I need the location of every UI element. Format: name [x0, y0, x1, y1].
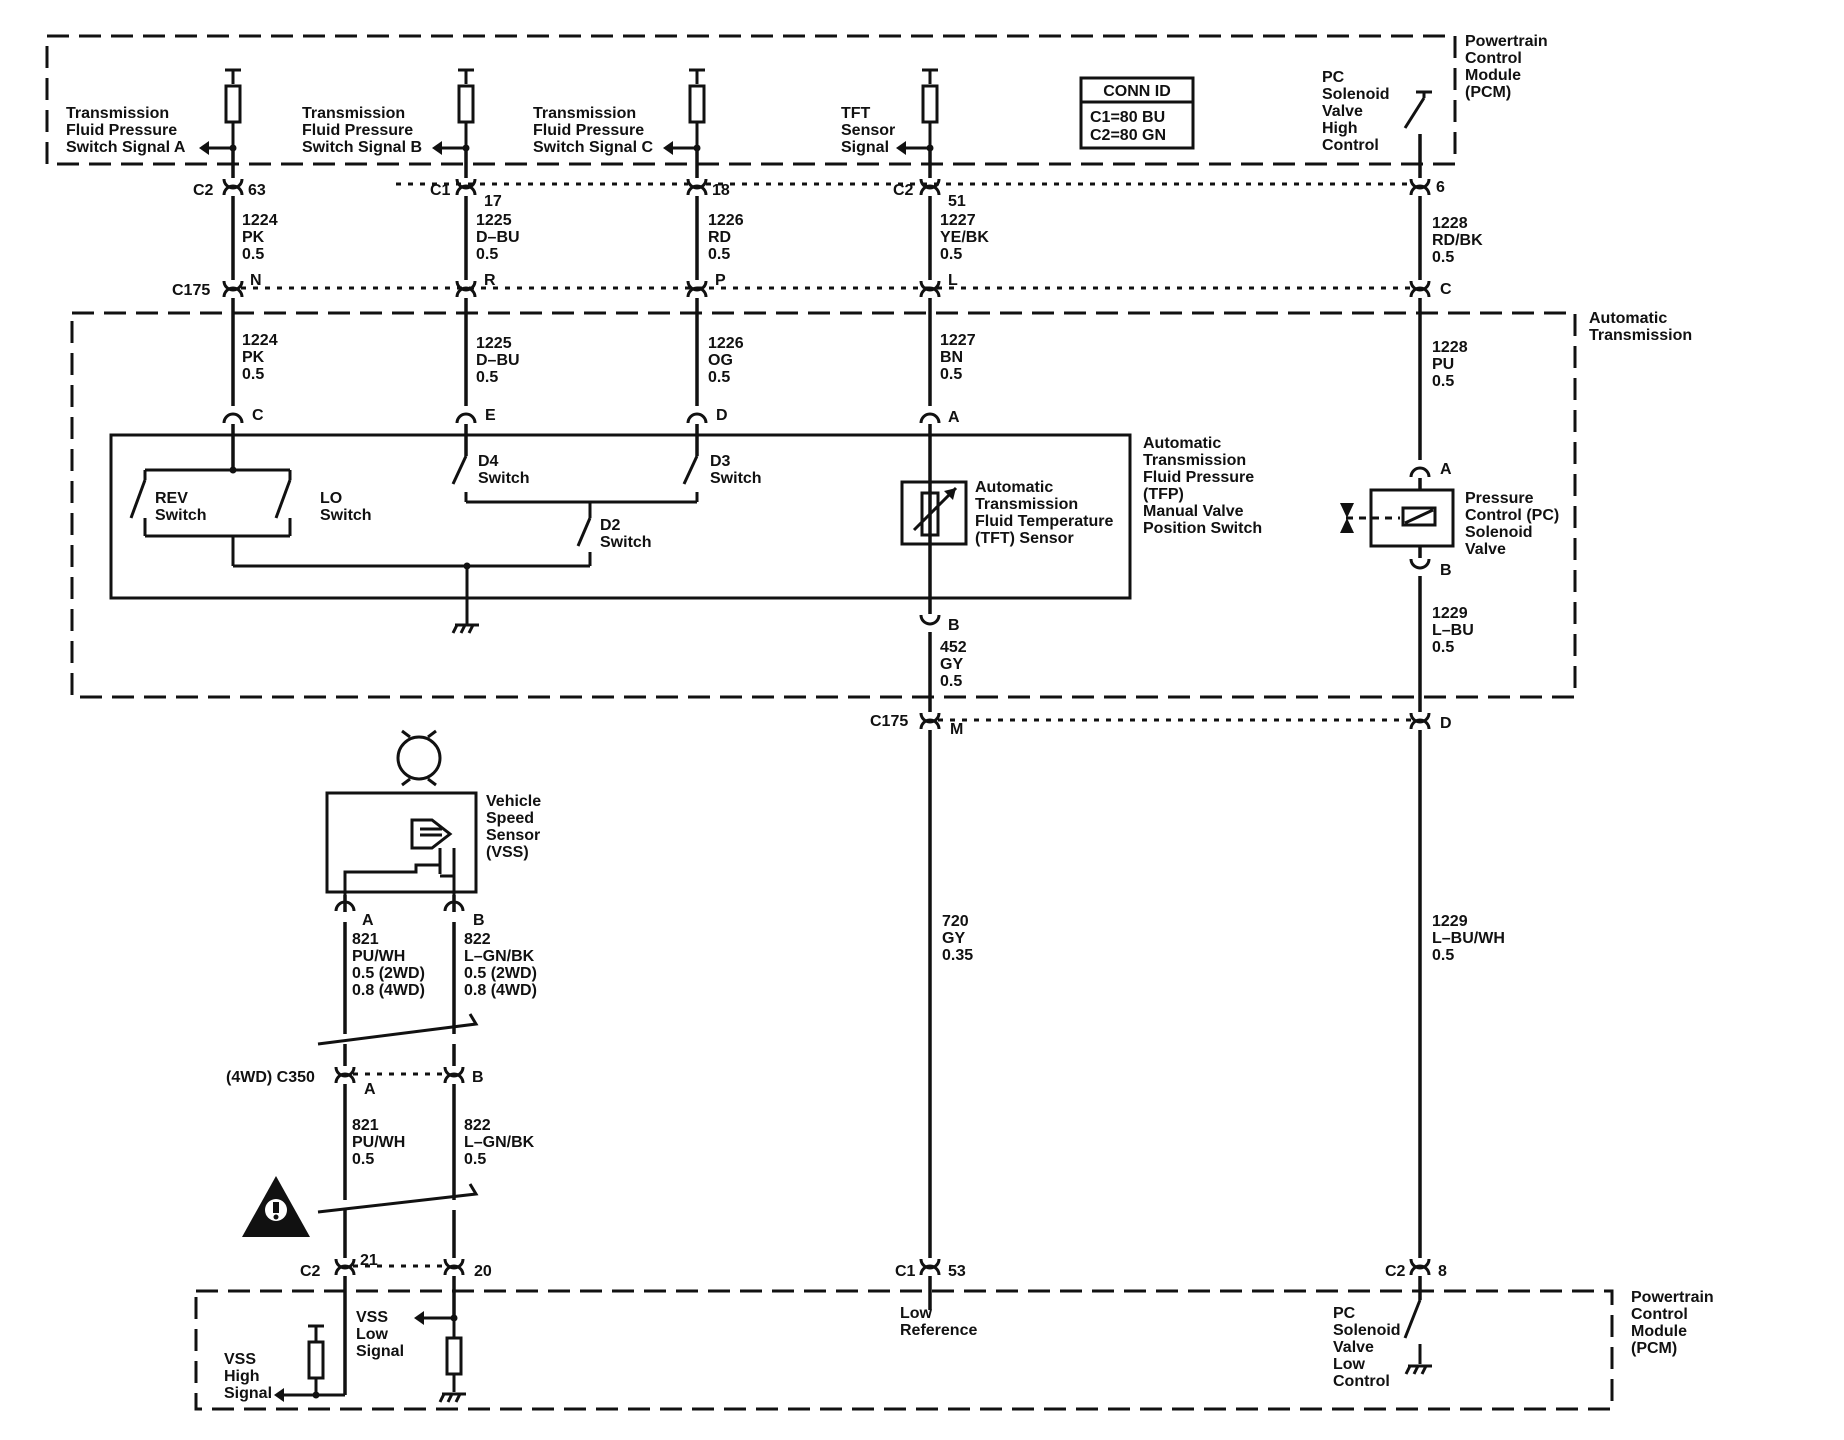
ground-icon: [451, 623, 481, 635]
c175-label: C175: [172, 282, 210, 299]
c175-lower-connectors: [919, 711, 1431, 731]
pin-c1-bottom: C1: [895, 1263, 916, 1280]
c175-pin-r: R: [484, 272, 496, 289]
c350-pin-a: A: [364, 1081, 376, 1098]
c175-pin-l: L: [948, 272, 958, 289]
tft-pin-b: B: [948, 617, 960, 634]
pin-21: 21: [360, 1252, 378, 1269]
tfp-switch-box: [109, 433, 1132, 600]
pcm-top-box: [45, 34, 1457, 166]
pin-17: 17: [484, 193, 502, 210]
pcm-bottom-internals: [274, 1276, 468, 1404]
pcm-top-internals: [199, 68, 1432, 170]
pin-53: 53: [948, 1263, 966, 1280]
pc-solenoid-pin-a: A: [1440, 461, 1452, 478]
pc-solenoid-pin-b: B: [1440, 562, 1452, 579]
tfp-pin-a: A: [948, 409, 960, 426]
c175-pin-d: D: [1440, 715, 1452, 732]
pin-8: 8: [1438, 1263, 1447, 1280]
pin-20: 20: [474, 1263, 492, 1280]
tfp-pin-e: E: [485, 407, 496, 424]
pin-6: 6: [1436, 179, 1445, 196]
pin-c1a: C1: [430, 182, 451, 199]
pc-solenoid-icon: [1340, 488, 1455, 548]
c175-upper-connectors: [222, 279, 1431, 299]
c350-pin-b: B: [472, 1069, 484, 1086]
vss-pin-a: A: [362, 912, 374, 929]
pin-c2b: C2: [893, 182, 914, 199]
pin-63: 63: [248, 182, 266, 199]
wire-1228: [1403, 170, 1434, 1376]
tft-sensor-icon: [900, 480, 968, 546]
tfp-connectors: [222, 412, 1431, 626]
tfp-switch-network: [129, 455, 699, 635]
vss-sensor: [325, 729, 478, 912]
pin-51: 51: [948, 193, 966, 210]
conn-id-c2: C2=80 GN: [1090, 127, 1166, 144]
conn-id-c1: C1=80 BU: [1090, 109, 1165, 126]
c175-pin-p: P: [715, 272, 726, 289]
vss-wires: [317, 895, 1431, 1277]
conn-id-box: CONN ID C1=80 BU C2=80 GN: [1079, 76, 1195, 150]
c175-pin-c: C: [1440, 281, 1452, 298]
pcm-bottom-box: [194, 1289, 1614, 1411]
automatic-transmission-box: [70, 311, 1577, 699]
c175-pin-n: N: [250, 272, 262, 289]
pin-18: 18: [712, 182, 730, 199]
pin-c2a: C2: [193, 182, 214, 199]
c350-label: (4WD) C350: [226, 1069, 315, 1086]
conn-id-title: CONN ID: [1103, 83, 1171, 100]
warning-icon: [242, 1176, 310, 1237]
tfp-pin-c: C: [252, 407, 264, 424]
c175-lower-label: C175: [870, 713, 908, 730]
pin-c2-bottom-b: C2: [1385, 1263, 1406, 1280]
pin-c2-bottom-a: C2: [300, 1263, 321, 1280]
tfp-pin-d: D: [716, 407, 728, 424]
vss-pin-b: B: [473, 912, 485, 929]
pcm-top-connectors: [222, 177, 1431, 197]
c175-pin-m: M: [950, 721, 963, 738]
